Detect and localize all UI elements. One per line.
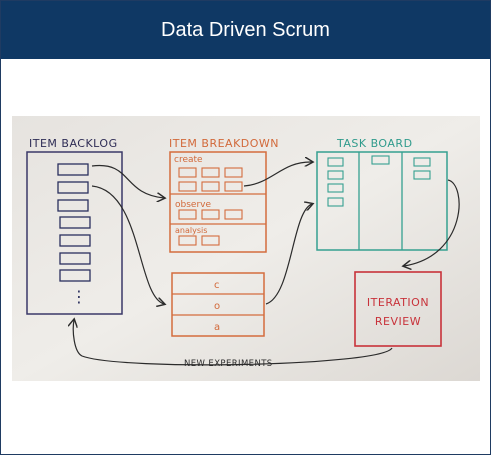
flow-arrows bbox=[73, 162, 460, 366]
experiment-observe: o bbox=[214, 301, 220, 312]
item-breakdown-label: ITEM BREAKDOWN bbox=[169, 137, 279, 150]
backlog-item bbox=[59, 252, 91, 265]
backlog-item bbox=[57, 181, 89, 194]
experiments-box bbox=[171, 272, 265, 337]
arrow-backlog-to-breakdown bbox=[91, 164, 164, 198]
arrow-experiments-to-board bbox=[265, 204, 312, 305]
arrow-backlog-to-experiments bbox=[91, 185, 164, 304]
slide-title: Data Driven Scrum bbox=[1, 1, 490, 59]
item-breakdown-box bbox=[169, 151, 267, 253]
experiment-create: c bbox=[214, 280, 220, 291]
backlog-ellipsis: ⋮ bbox=[71, 287, 87, 306]
backlog-item bbox=[59, 216, 91, 229]
backlog-item bbox=[57, 163, 89, 176]
arrow-breakdown-to-board bbox=[243, 162, 312, 187]
backlog-item bbox=[57, 199, 89, 212]
iteration-review-box bbox=[354, 271, 442, 347]
new-experiments-label: NEW EXPERIMENTS bbox=[184, 359, 273, 369]
iteration-review-line2: REVIEW bbox=[375, 315, 421, 328]
whiteboard-diagram: ITEM BACKLOG ⋮ ITEM BREAKDOWN create obs… bbox=[12, 116, 480, 381]
breakdown-section-observe: observe bbox=[175, 200, 211, 210]
experiments-stack: c o a bbox=[171, 272, 265, 337]
backlog-item bbox=[59, 269, 91, 282]
task-board: TASK BOARD bbox=[316, 137, 448, 251]
arrow-review-to-backlog bbox=[73, 320, 393, 366]
item-backlog-label: ITEM BACKLOG bbox=[29, 137, 118, 150]
iteration-review-line1: ITERATION bbox=[367, 296, 429, 309]
item-breakdown: ITEM BREAKDOWN create observe analysis bbox=[169, 137, 279, 253]
whiteboard-background bbox=[12, 116, 480, 381]
task-board-label: TASK BOARD bbox=[336, 137, 413, 150]
iteration-review: ITERATION REVIEW bbox=[354, 271, 442, 347]
experiment-analysis: a bbox=[214, 322, 220, 333]
backlog-items bbox=[57, 163, 91, 282]
backlog-item bbox=[59, 234, 91, 247]
item-backlog: ITEM BACKLOG ⋮ bbox=[26, 137, 123, 315]
item-backlog-box bbox=[26, 151, 123, 315]
task-cards bbox=[327, 155, 431, 207]
arrow-board-to-review bbox=[404, 179, 460, 266]
breakdown-section-analysis: analysis bbox=[175, 226, 207, 235]
task-board-box bbox=[316, 151, 448, 251]
breakdown-tasks bbox=[178, 167, 243, 246]
breakdown-section-create: create bbox=[174, 155, 203, 165]
